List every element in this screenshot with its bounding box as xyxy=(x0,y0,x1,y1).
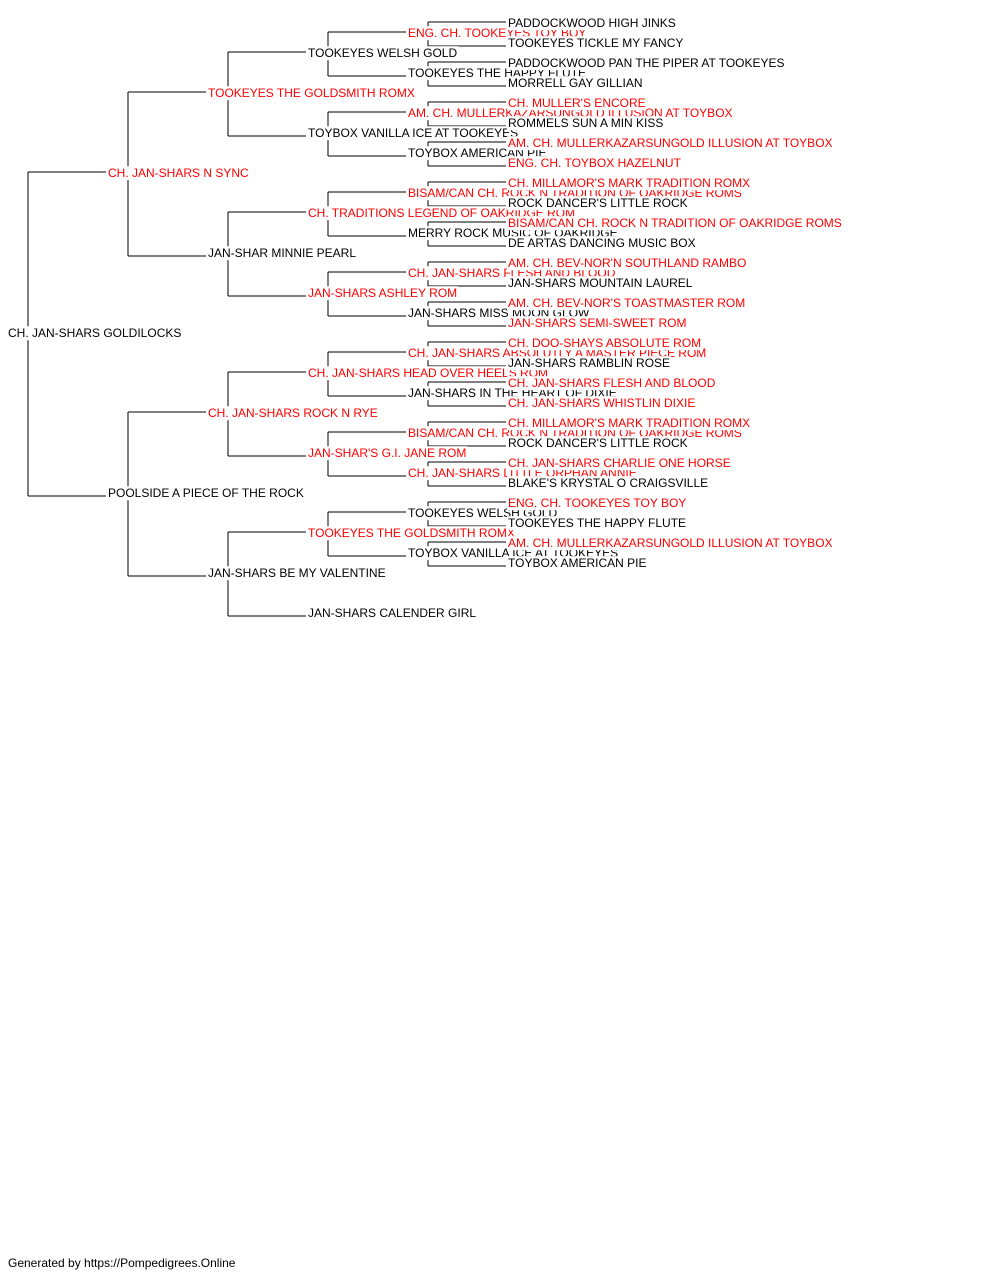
name-backdrop xyxy=(307,446,468,461)
dog-name-gen3: TOOKEYES THE GOLDSMITH ROMX xyxy=(308,526,515,540)
name-backdrop xyxy=(307,126,520,141)
name-backdrop xyxy=(307,526,516,541)
dog-name-gen5: PADDOCKWOOD HIGH JINKS xyxy=(508,16,676,30)
dog-name-gen2: CH. JAN-SHARS ROCK N RYE xyxy=(208,406,378,420)
dog-name-gen2: TOOKEYES THE GOLDSMITH ROMX xyxy=(208,86,415,100)
name-backdrop xyxy=(507,556,648,571)
dog-name-gen1: POOLSIDE A PIECE OF THE ROCK xyxy=(108,486,304,500)
name-backdrop xyxy=(507,236,697,251)
dog-name-gen5: JAN-SHARS RAMBLIN ROSE xyxy=(508,356,670,370)
dog-name-gen5: DE ARTAS DANCING MUSIC BOX xyxy=(508,236,696,250)
name-backdrop xyxy=(307,286,459,301)
dog-name-gen5: ROCK DANCER'S LITTLE ROCK xyxy=(508,436,688,450)
dog-name-gen3: JAN-SHAR'S G.I. JANE ROM xyxy=(308,446,466,460)
name-backdrop xyxy=(507,416,752,431)
dog-name-gen5: CH. DOO-SHAYS ABSOLUTE ROM xyxy=(508,336,701,350)
name-backdrop xyxy=(207,86,416,101)
dog-name-gen5: ENG. CH. TOOKEYES TOY BOY xyxy=(508,496,686,510)
name-backdrop xyxy=(307,46,459,61)
name-backdrop xyxy=(7,326,183,341)
dog-name-gen5: TOYBOX AMERICAN PIE xyxy=(508,556,646,570)
dog-name-gen5: BISAM/CAN CH. ROCK N TRADITION OF OAKRID… xyxy=(508,216,842,230)
name-backdrop xyxy=(507,216,843,231)
name-backdrop xyxy=(307,606,478,621)
name-backdrop xyxy=(507,96,647,111)
name-backdrop xyxy=(507,156,683,171)
name-backdrop xyxy=(507,116,665,131)
dog-name-gen1: CH. JAN-SHARS N SYNC xyxy=(108,166,249,180)
dog-name-gen5: JAN-SHARS MOUNTAIN LAUREL xyxy=(508,276,693,290)
name-backdrop xyxy=(507,56,786,71)
dog-name-gen5: AM. CH. BEV-NOR'S TOASTMASTER ROM xyxy=(508,296,745,310)
dog-name-gen5: CH. MILLAMOR'S MARK TRADITION ROMX xyxy=(508,176,750,190)
name-backdrop xyxy=(507,456,732,471)
name-backdrop xyxy=(507,16,677,31)
name-backdrop xyxy=(507,256,748,271)
footer-credit: Generated by https://Pompedigrees.Online xyxy=(8,1256,236,1270)
name-backdrop xyxy=(507,516,688,531)
dog-name-gen3: TOYBOX VANILLA ICE AT TOOKEYES xyxy=(308,126,518,140)
dog-name-gen5: CH. JAN-SHARS WHISTLIN DIXIE xyxy=(508,396,695,410)
dog-name-gen3: JAN-SHARS ASHLEY ROM xyxy=(308,286,457,300)
name-backdrop xyxy=(107,166,251,181)
pedigree-names: CH. JAN-SHARS GOLDILOCKS CH. JAN-SHARS N … xyxy=(7,16,843,621)
name-backdrop xyxy=(507,336,703,351)
dog-name-gen0: CH. JAN-SHARS GOLDILOCKS xyxy=(8,326,181,340)
name-backdrop xyxy=(207,566,387,581)
dog-name-gen5: ROCK DANCER'S LITTLE ROCK xyxy=(508,196,688,210)
name-backdrop xyxy=(507,316,688,331)
name-backdrop xyxy=(507,36,685,51)
name-backdrop xyxy=(507,76,644,91)
name-backdrop xyxy=(507,476,710,491)
dog-name-gen5: CH. MULLER'S ENCORE xyxy=(508,96,646,110)
dog-name-gen5: AM. CH. MULLERKAZARSUNGOLD ILLUSION AT T… xyxy=(508,536,833,550)
dog-name-gen5: ENG. CH. TOYBOX HAZELNUT xyxy=(508,156,682,170)
dog-name-gen5: AM. CH. MULLERKAZARSUNGOLD ILLUSION AT T… xyxy=(508,136,833,150)
dog-name-gen5: TOOKEYES TICKLE MY FANCY xyxy=(508,36,683,50)
name-backdrop xyxy=(107,486,305,501)
dog-name-gen5: MORRELL GAY GILLIAN xyxy=(508,76,643,90)
dog-name-gen3: JAN-SHARS CALENDER GIRL xyxy=(308,606,476,620)
dog-name-gen5: AM. CH. BEV-NOR'N SOUTHLAND RAMBO xyxy=(508,256,746,270)
name-backdrop xyxy=(507,356,672,371)
dog-name-gen5: PADDOCKWOOD PAN THE PIPER AT TOOKEYES xyxy=(508,56,785,70)
name-backdrop xyxy=(507,436,689,451)
dog-name-gen2: JAN-SHARS BE MY VALENTINE xyxy=(208,566,386,580)
name-backdrop xyxy=(507,196,689,211)
name-backdrop xyxy=(507,176,752,191)
dog-name-gen3: TOOKEYES WELSH GOLD xyxy=(308,46,457,60)
name-backdrop xyxy=(507,496,688,511)
name-backdrop xyxy=(507,296,747,311)
dog-name-gen3: CH. JAN-SHARS HEAD OVER HEELS ROM xyxy=(308,366,548,380)
dog-name-gen2: JAN-SHAR MINNIE PEARL xyxy=(208,246,356,260)
name-backdrop xyxy=(207,246,358,261)
name-backdrop xyxy=(307,366,550,381)
dog-name-gen5: CH. JAN-SHARS CHARLIE ONE HORSE xyxy=(508,456,731,470)
dog-name-gen5: BLAKE'S KRYSTAL O CRAIGSVILLE xyxy=(508,476,708,490)
dog-name-gen5: CH. MILLAMOR'S MARK TRADITION ROMX xyxy=(508,416,750,430)
dog-name-gen5: TOOKEYES THE HAPPY FLUTE xyxy=(508,516,686,530)
dog-name-gen5: CH. JAN-SHARS FLESH AND BLOOD xyxy=(508,376,716,390)
name-backdrop xyxy=(507,396,697,411)
dog-name-gen5: JAN-SHARS SEMI-SWEET ROM xyxy=(508,316,686,330)
name-backdrop xyxy=(207,406,379,421)
name-backdrop xyxy=(507,376,717,391)
name-backdrop xyxy=(507,276,694,291)
name-backdrop xyxy=(507,536,834,551)
name-backdrop xyxy=(507,136,834,151)
dog-name-gen5: ROMMELS SUN A MIN KISS xyxy=(508,116,663,130)
